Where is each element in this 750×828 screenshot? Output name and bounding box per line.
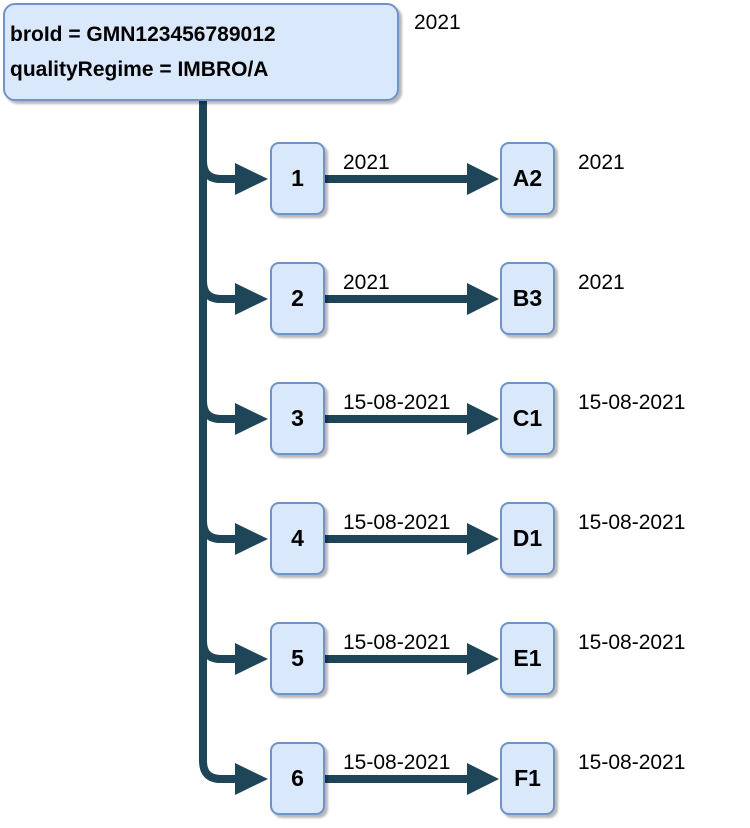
source-node: 4 [270,502,325,575]
source-node-label: 3 [291,405,304,431]
diagram-row: 3 15-08-2021 C1 15-08-2021 [0,359,750,479]
target-node-label: B3 [512,285,543,311]
target-node-label: A2 [512,165,543,191]
edge-arrowhead-icon [467,403,499,435]
edge-arrowhead-icon [467,283,499,315]
diagram-row: 6 15-08-2021 F1 15-08-2021 [0,719,750,828]
branch-connector [199,359,236,423]
edge-date-label: 2021 [343,151,390,174]
source-node: 2 [270,262,325,335]
source-node: 5 [270,622,325,695]
target-node-label: F1 [514,765,541,791]
edge-date-label: 15-08-2021 [343,511,451,534]
branch-arrowhead-icon [235,403,268,435]
root-node-line1: broId = GMN123456789012 [10,23,276,46]
edge-date-label: 15-08-2021 [343,751,451,774]
source-node-label: 6 [291,765,304,791]
target-node: A2 [500,142,555,215]
target-node: F1 [500,742,555,815]
edge-date-label: 15-08-2021 [343,391,451,414]
branch-connector [199,239,236,303]
root-node-line2: qualityRegime = IMBRO/A [10,58,269,81]
source-node-label: 4 [291,525,304,551]
target-date-label: 15-08-2021 [578,631,686,654]
target-date-label: 15-08-2021 [578,511,686,534]
edge-arrowhead-icon [467,523,499,555]
source-node: 6 [270,742,325,815]
source-node: 3 [270,382,325,455]
diagram-row: 4 15-08-2021 D1 15-08-2021 [0,479,750,599]
edge-date-label: 15-08-2021 [343,631,451,654]
target-node: D1 [500,502,555,575]
edge-date-label: 2021 [343,271,390,294]
branch-arrowhead-icon [235,163,268,195]
edge-arrowhead-icon [467,163,499,195]
diagram-row: 1 2021 A2 2021 [0,119,750,239]
branch-arrowhead-icon [235,763,268,795]
source-node-label: 1 [291,165,304,191]
branch-connector [199,719,236,783]
edge-arrowhead-icon [467,763,499,795]
branch-arrowhead-icon [235,523,268,555]
branch-connector [199,119,236,183]
branch-connector [199,479,236,543]
target-node-label: D1 [512,525,543,551]
target-node: E1 [500,622,555,695]
diagram-row: 2 2021 B3 2021 [0,239,750,359]
target-node-label: C1 [512,405,543,431]
source-node-label: 5 [291,645,304,671]
diagram-row: 5 15-08-2021 E1 15-08-2021 [0,599,750,719]
source-node-label: 2 [291,285,304,311]
target-date-label: 2021 [578,271,625,294]
target-date-label: 15-08-2021 [578,751,686,774]
target-node: B3 [500,262,555,335]
target-date-label: 2021 [578,151,625,174]
branch-arrowhead-icon [235,643,268,675]
edge-arrowhead-icon [467,643,499,675]
branch-arrowhead-icon [235,283,268,315]
branch-connector [199,599,236,663]
source-node: 1 [270,142,325,215]
target-date-label: 15-08-2021 [578,391,686,414]
root-year-label: 2021 [414,11,461,34]
target-node-label: E1 [513,645,542,671]
root-node: broId = GMN123456789012 qualityRegime = … [3,3,399,101]
target-node: C1 [500,382,555,455]
